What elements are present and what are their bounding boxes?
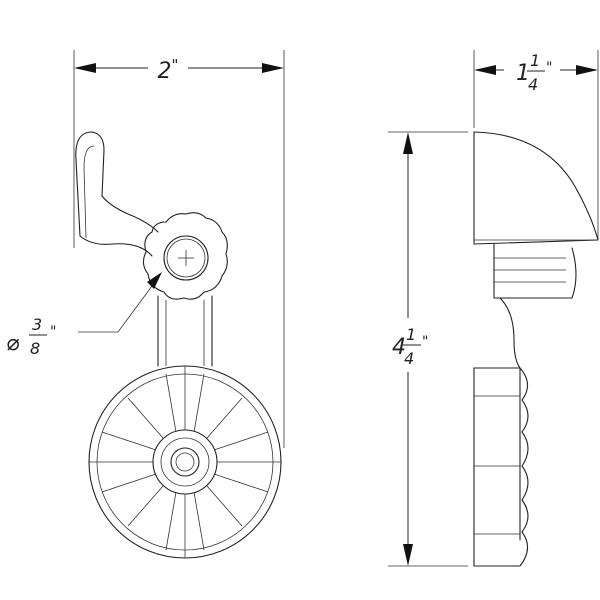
side-cap: [473, 131, 599, 245]
diameter-symbol: ⌀: [6, 331, 20, 356]
depth-dimension-denominator: 4: [528, 75, 538, 94]
side-neck: [499, 297, 521, 541]
screw-rosette: [142, 212, 228, 300]
height-dimension-numerator: 1: [406, 325, 416, 344]
depth-dimension: 1 1 4 ": [474, 51, 598, 94]
front-view: [73, 50, 285, 559]
flower-rosette: [88, 365, 282, 559]
side-view: [388, 50, 599, 567]
hole-diameter-unit: ": [50, 324, 56, 340]
width-dimension-label: 2": [158, 56, 179, 84]
hole-diameter-denominator: 8: [30, 339, 40, 358]
height-dimension-denominator: 4: [404, 349, 414, 368]
depth-dimension-numerator: 1: [530, 51, 540, 70]
height-dimension-unit: ": [422, 334, 428, 350]
width-dimension: 2": [74, 56, 284, 84]
hole-diameter-numerator: 3: [32, 315, 42, 334]
hole-diameter-dimension: ⌀ 3 8 ": [6, 315, 56, 358]
screw-hole: [163, 235, 209, 281]
height-dimension-whole: 4: [392, 335, 406, 360]
depth-dimension-whole: 1: [516, 61, 530, 86]
hook-arm: [75, 131, 159, 237]
depth-dimension-unit: ": [546, 60, 552, 76]
height-dimension: 4 1 4 ": [392, 132, 428, 566]
